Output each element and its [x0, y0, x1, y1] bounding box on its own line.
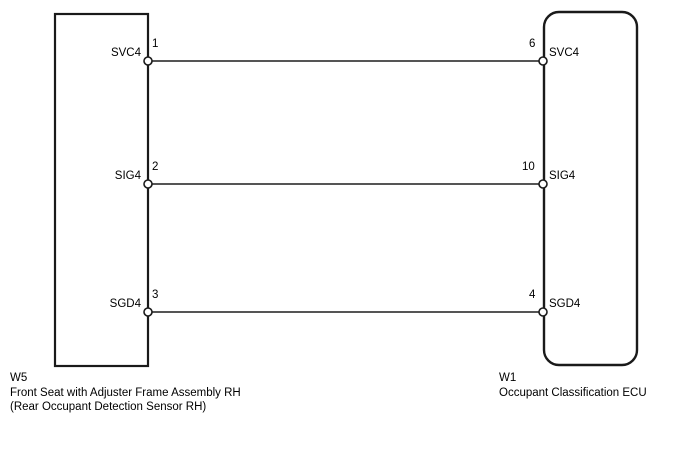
pin-number-w5-3: 3 [152, 289, 159, 301]
connector-caption-w5-line1: Front Seat with Adjuster Frame Assembly … [10, 386, 241, 399]
connector-box-w5 [53, 12, 150, 368]
pin-number-w5-2: 2 [152, 161, 159, 173]
connector-code-w5: W5 [10, 372, 28, 384]
pin-number-w1-10: 10 [522, 161, 535, 173]
signal-label-w1-svc4: SVC4 [549, 47, 580, 59]
pin-number-w1-4: 4 [529, 289, 536, 301]
terminal-dot-w5-pin1 [143, 56, 153, 66]
signal-label-w1-sgd4: SGD4 [549, 298, 581, 310]
pin-number-w1-6: 6 [529, 38, 536, 50]
signal-label-w5-svc4: SVC4 [110, 47, 141, 59]
terminal-dots-w1 [538, 56, 548, 317]
connector-caption-w1-line1: Occupant Classification ECU [499, 386, 647, 399]
signal-label-w5-sgd4: SGD4 [109, 298, 141, 310]
connector-caption-w5-line2: (Rear Occupant Detection Sensor RH) [10, 401, 207, 413]
connector-caption-w1: W1 Occupant Classification ECU [499, 371, 647, 400]
terminal-dots-w5 [143, 56, 153, 317]
terminal-dot-w1-pin10 [538, 179, 548, 189]
terminal-dot-w5-pin3 [143, 307, 153, 317]
terminal-dot-w1-pin6 [538, 56, 548, 66]
signal-label-w1-sig4: SIG4 [549, 170, 576, 182]
pin-number-w5-1: 1 [152, 38, 159, 50]
wire-group [148, 60, 543, 313]
signal-label-w5-sig4: SIG4 [114, 170, 141, 182]
terminal-dot-w5-pin2 [143, 179, 153, 189]
connector-code-w1: W1 [499, 372, 517, 384]
connector-box-w1 [542, 10, 639, 367]
terminal-dot-w1-pin4 [538, 307, 548, 317]
connector-caption-w5: W5 Front Seat with Adjuster Frame Assemb… [10, 371, 241, 415]
